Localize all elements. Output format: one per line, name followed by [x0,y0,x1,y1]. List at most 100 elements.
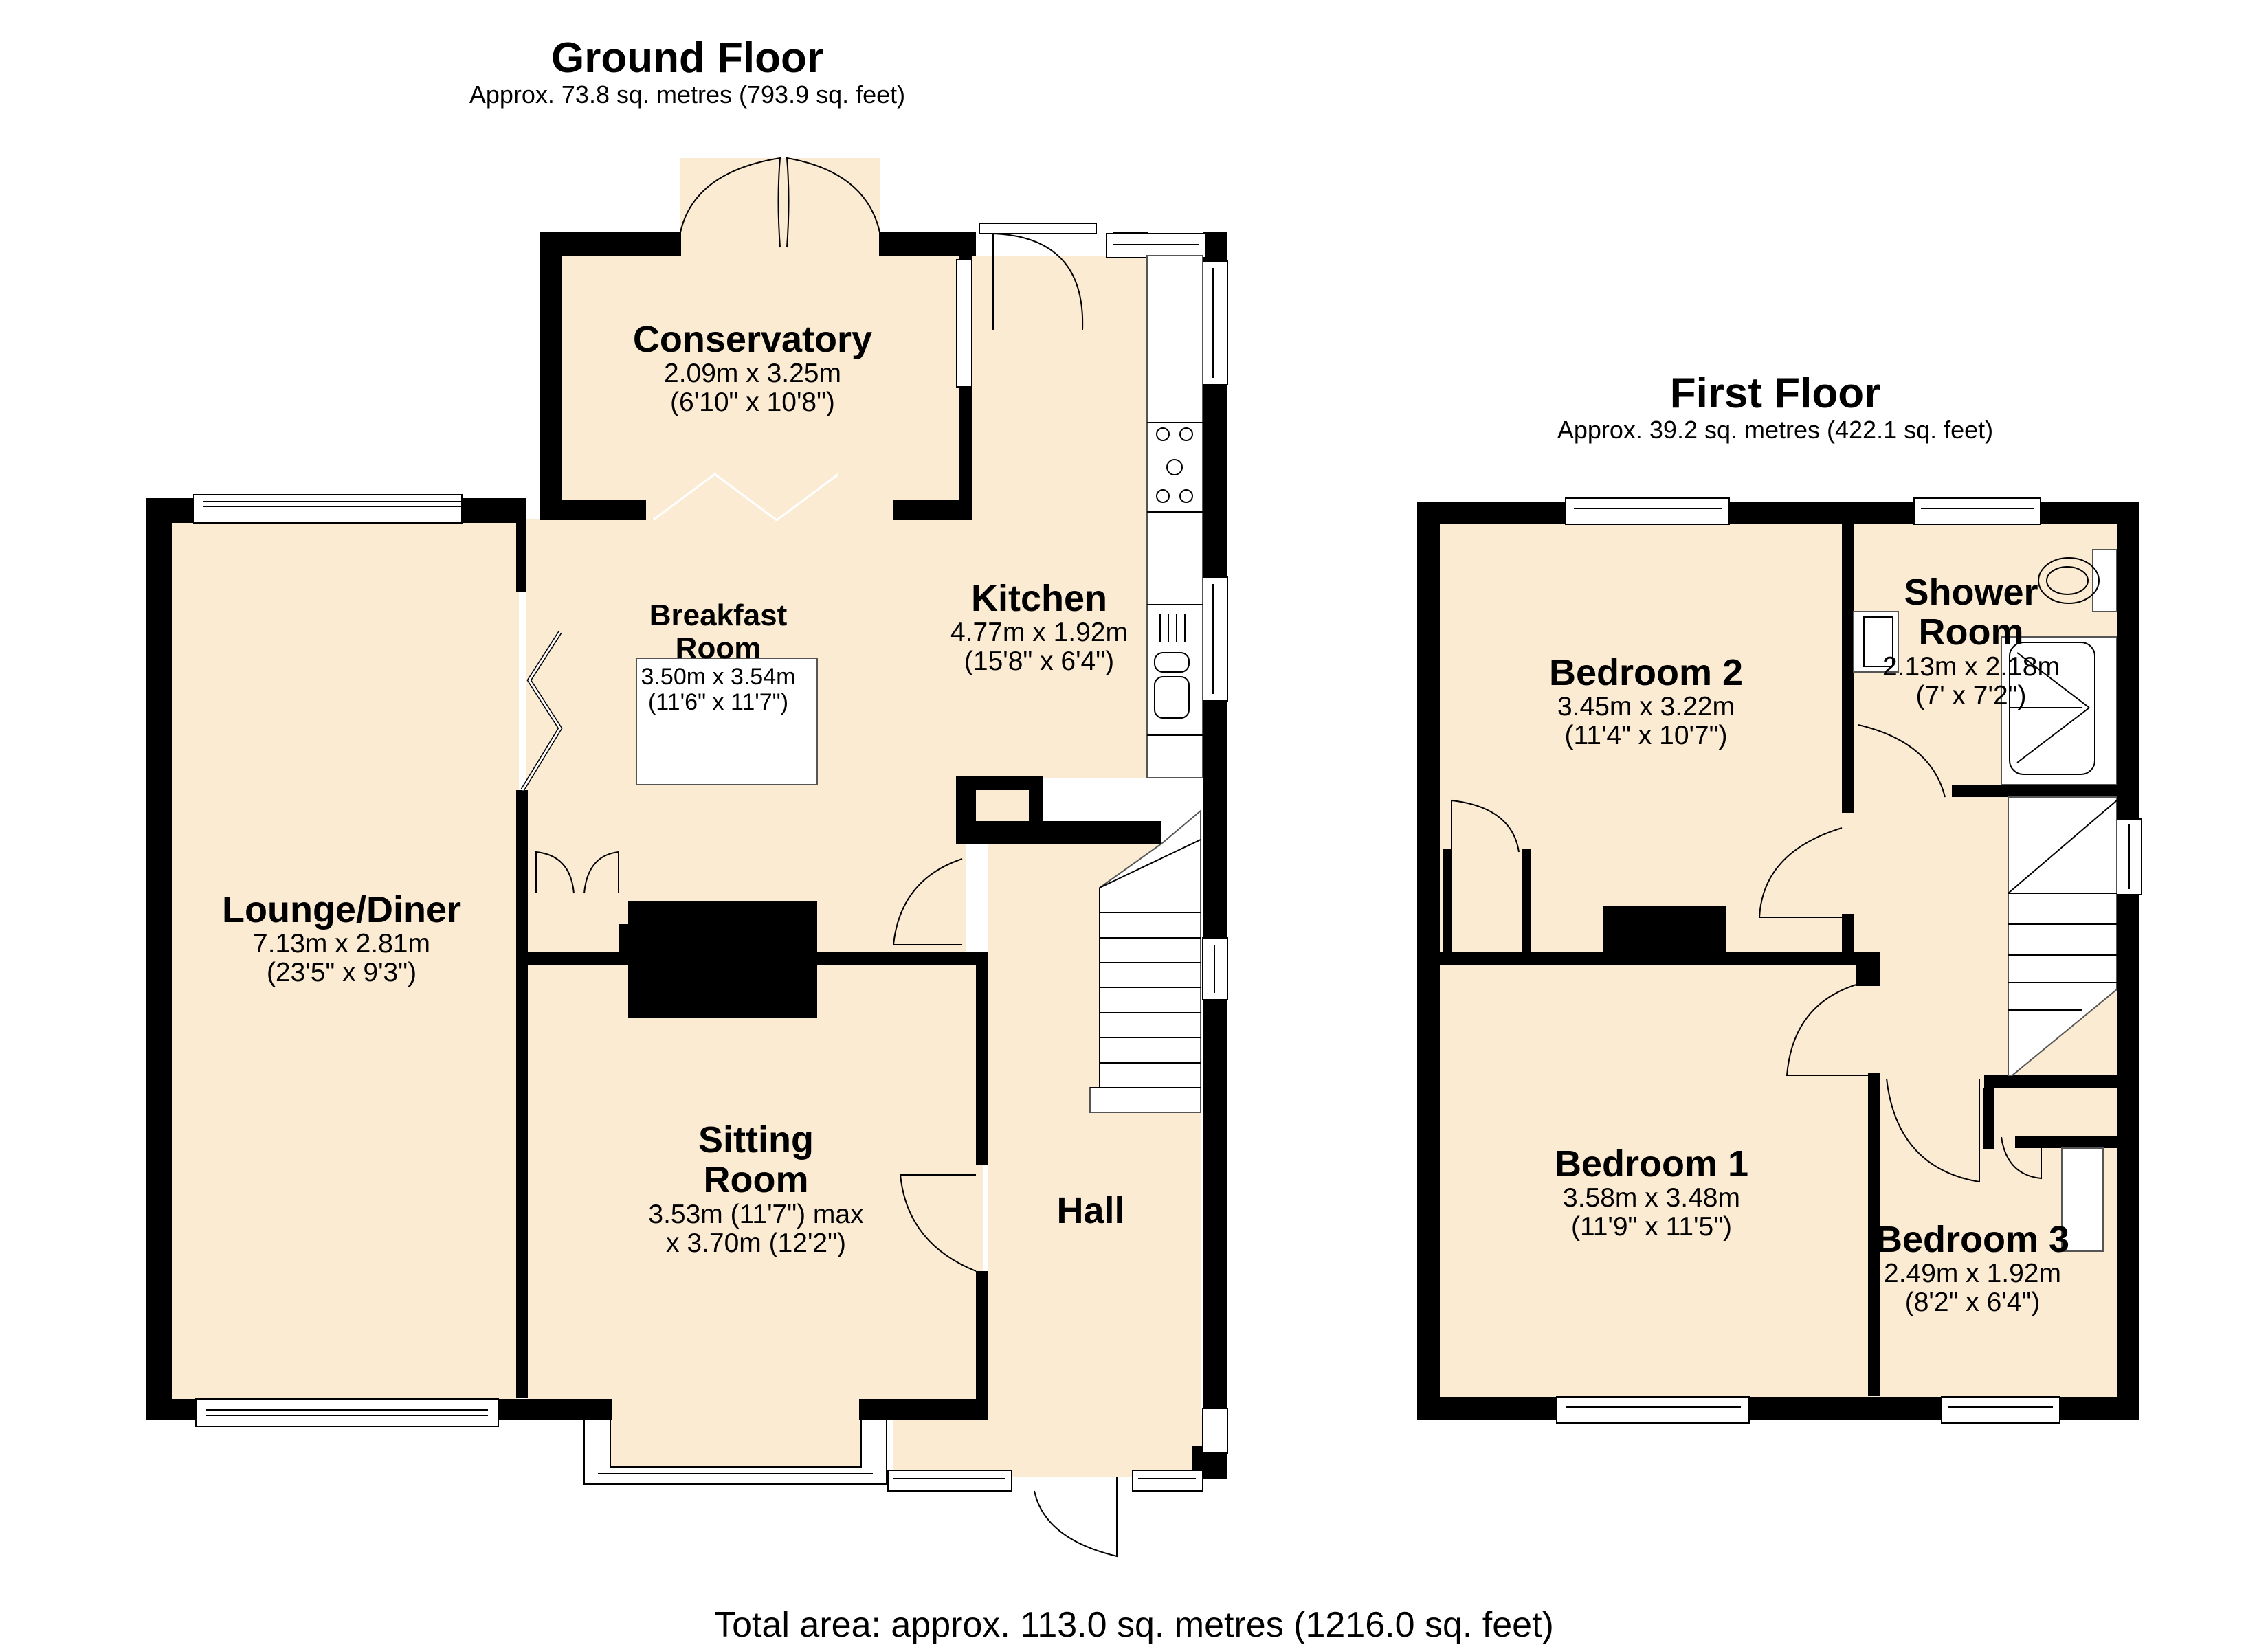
room-name: Bedroom 3 [1875,1219,2070,1260]
room-dimensions-metric: 4.77m x 1.92m [950,618,1128,648]
conservatory-top-right-wall [880,232,976,256]
sitting-room-right-wall-lower [976,1271,988,1405]
bedroom2-shower-wall [1842,524,1854,813]
conservatory-bifold-door [652,473,839,521]
first-floor-staircase [2008,796,2117,1076]
breakfast-table [636,658,818,785]
ground-floor-staircase [1089,809,1201,1113]
bedroom3-cupboard-door [2001,1136,2042,1180]
sink-icon [1147,604,1203,736]
ground-floor-heading: Ground Floor Approx. 73.8 sq. metres (79… [469,34,906,109]
room-dimensions-metric: 2.09m x 3.25m [664,359,841,389]
hall-door-to-breakfast [892,858,963,945]
shower-room-window [1913,497,2041,525]
room-name: Kitchen [970,578,1108,619]
first-floor-chimney [1603,906,1726,954]
first-floor-title: First Floor [1669,370,1881,417]
lounge-sitting-divider [516,790,528,1398]
wardrobe-door [1451,799,1520,853]
bedroom2-bedroom1-wall [1440,952,1880,965]
shower-room-bottom-wall [1952,785,2117,797]
room-label-shower-room: Shower Room 2.13m x 2.18m (7' x 7'2") [1882,572,2060,710]
bedroom3-cupboard-wall [1983,1088,1994,1149]
east-outer-wall [1203,232,1227,1479]
room-name: Hall [1056,1190,1125,1231]
room-name-line2: Room [703,1159,809,1201]
shower-room-door [1858,724,1946,798]
hall-front-window-right [1132,1470,1203,1492]
room-dimensions-imperial: (15'8" x 6'4") [964,647,1115,677]
room-label-bedroom-1: Bedroom 1 3.58m x 3.48m (11'9" x 11'5") [1555,1144,1748,1242]
lounge-diner-floor [172,523,519,1399]
room-label-kitchen: Kitchen 4.77m x 1.92m (15'8" x 6'4") [950,579,1128,677]
wardrobe-wall-left [1443,849,1452,952]
kitchen-worktop [1146,255,1203,778]
room-name-line1: Breakfast [649,598,788,632]
kitchen-back-door [979,223,1097,330]
bedroom3-top-wall [1984,1075,2117,1088]
bedroom3-door [1886,1078,1980,1183]
hall-lobby [893,1415,1203,1477]
first-floor-heading: First Floor Approx. 39.2 sq. metres (422… [1557,370,1994,444]
room-name: Bedroom 1 [1554,1143,1749,1185]
cupboard-divider [619,924,631,955]
conservatory-french-doors [680,157,880,261]
basin-icon [1853,611,1899,673]
conservatory-floor [562,256,962,524]
sitting-room-bay [610,1402,861,1467]
room-label-hall: Hall [1056,1191,1124,1231]
room-name: Bedroom 2 [1548,652,1744,693]
room-label-breakfast-room: Breakfast Room 3.50m x 3.54m (11'6" x 11… [641,599,796,715]
hall-side-window [1202,1408,1228,1454]
room-dimensions-imperial: (11'6" x 11'7") [647,688,789,715]
bedroom3-wardrobe [2061,1147,2104,1252]
conservatory-outer-wall [540,232,680,520]
bedroom1-door [1786,978,1880,1076]
lounge-rear-window [193,494,463,524]
room-dimensions-imperial: (7' x 7'2") [1915,680,2027,710]
ground-floor-plan [146,157,1228,1558]
shower-tray-icon [2001,636,2117,785]
bedroom2-landing-wall-low [1842,914,1854,962]
room-dimensions-metric: 2.49m x 1.92m [1884,1259,2061,1289]
bedroom3-cupboard-stub [2015,1136,2117,1148]
room-dimensions-metric: 3.45m x 3.22m [1557,692,1735,722]
sitting-room-right-wall-upper [976,952,988,1165]
first-floor-area: Approx. 39.2 sq. metres (422.1 sq. feet) [1557,415,1994,444]
bedroom2-door [1758,827,1843,918]
front-door [1034,1477,1118,1558]
ground-floor-title: Ground Floor [551,34,824,82]
ground-floor-area: Approx. 73.8 sq. metres (793.9 sq. feet) [469,80,906,109]
conservatory-side-window [956,259,972,388]
conservatory-bottom-right-stub [893,500,972,520]
room-label-bedroom-2: Bedroom 2 3.45m x 3.22m (11'4" x 10'7") [1549,653,1743,751]
room-dimensions-imperial: (23'5" x 9'3") [266,958,417,988]
hall-cupboard-stub [956,776,970,844]
kitchen-top-window [1106,233,1207,258]
hob-icon [1147,422,1203,513]
room-name-line2: Room [675,631,761,665]
room-dimensions-metric: 3.50m x 3.54m [641,664,796,691]
room-name-line2: Room [1918,612,2024,653]
sitting-room-bottom-wall-left [516,1399,612,1420]
kitchen-side-window-lower [1202,576,1228,702]
lounge-bifold-door [520,631,563,792]
lounge-upper-divider-stub [516,523,526,592]
lounge-front-window [195,1398,499,1427]
bedroom3-window [1941,1396,2060,1424]
room-dimensions-metric: 3.58m x 3.48m [1563,1183,1740,1213]
room-name-line1: Shower [1904,572,2038,613]
room-dimensions-imperial: (8'2" x 6'4") [1904,1288,2041,1318]
room-dimensions-metric: 3.53m (11'7") max [648,1199,864,1229]
hall-stair-window [1202,937,1228,1000]
sitting-room-floor [526,965,983,1405]
room-dimensions-metric: 2.13m x 2.18m [1882,651,2060,682]
sitting-room-bottom-wall-right [859,1399,988,1420]
cupboard-double-doors [535,851,619,894]
room-dimensions-imperial: (11'4" x 10'7") [1564,721,1728,751]
room-dimensions-imperial: (11'9" x 11'5") [1570,1212,1733,1242]
sitting-room-door [899,1174,977,1272]
kitchen-hall-block [956,776,1161,844]
room-dimensions-imperial: (6'10" x 10'8") [670,388,835,418]
